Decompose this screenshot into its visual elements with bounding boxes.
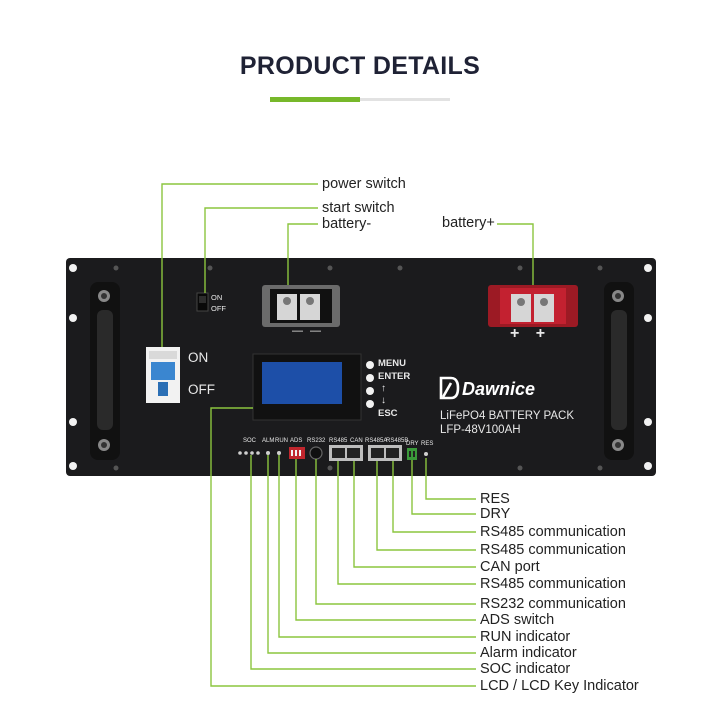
port-label-rs232: RS232 xyxy=(307,438,326,444)
circuit-breaker[interactable] xyxy=(146,347,180,403)
enter-key xyxy=(366,374,374,382)
callout-alarm-indicator: Alarm indicator xyxy=(480,645,577,661)
callout-battery-positive: battery+ xyxy=(442,215,495,231)
callout-soc-indicator: SOC indicator xyxy=(480,661,571,677)
port-label-can: CAN xyxy=(350,438,363,444)
reset-button[interactable] xyxy=(424,452,428,456)
port-label-soc: SOC xyxy=(243,438,257,444)
callout-run-indicator: RUN indicator xyxy=(480,629,571,645)
port-label-rs485: RS485 xyxy=(329,438,348,444)
breaker-on-label: ON xyxy=(188,350,209,365)
esc-key-label: ESC xyxy=(378,408,398,419)
title-underline-accent xyxy=(270,97,360,102)
dawnice-logo-icon xyxy=(439,376,460,400)
panel-screws xyxy=(113,265,603,471)
ads-switch[interactable] xyxy=(289,447,305,459)
page-title: PRODUCT DETAILS xyxy=(239,52,481,80)
menu-key xyxy=(366,361,374,369)
port-label-alm: ALM xyxy=(262,438,275,444)
positive-terminal[interactable] xyxy=(488,285,578,327)
run-led xyxy=(277,451,281,455)
rj45-ports-left[interactable] xyxy=(329,445,363,461)
port-label-rs485b: RS485B xyxy=(386,438,409,444)
down-key-label: ↓ xyxy=(381,395,386,406)
callout-rs485-1: RS485 communication xyxy=(480,524,626,540)
down-key xyxy=(366,400,374,408)
enter-key-label: ENTER xyxy=(378,371,411,382)
start-on-label: ON xyxy=(211,293,223,302)
model-number: LFP-48V100AH xyxy=(440,424,521,436)
port-label-run: RUN xyxy=(275,438,288,444)
port-label-dry: DRY xyxy=(406,441,419,447)
negative-signs: — — xyxy=(292,325,324,337)
callout-battery-negative: battery- xyxy=(322,216,372,232)
lcd-display xyxy=(252,353,362,421)
title-underline-track xyxy=(360,98,450,101)
port-label-rs485a: RS485A xyxy=(365,438,388,444)
brand-name: Dawnice xyxy=(462,379,536,399)
start-switch[interactable] xyxy=(196,292,209,312)
callout-lines xyxy=(161,183,534,687)
rs232-port[interactable] xyxy=(309,446,323,460)
callout-rs485-2: RS485 communication xyxy=(480,542,626,558)
alm-led xyxy=(266,451,270,455)
dry-contact[interactable] xyxy=(407,448,417,460)
callout-power-switch: power switch xyxy=(322,176,406,192)
callout-can-port: CAN port xyxy=(480,559,540,575)
rj45-ports-right[interactable] xyxy=(368,445,402,461)
port-label-ads: ADS xyxy=(290,438,303,444)
port-label-res: RES xyxy=(421,441,434,447)
up-key-label: ↑ xyxy=(381,383,386,394)
rack-holes xyxy=(69,264,652,470)
callout-ads-switch: ADS switch xyxy=(480,612,555,628)
callout-dry: DRY xyxy=(480,506,511,522)
left-handle xyxy=(90,282,120,460)
negative-terminal[interactable] xyxy=(262,285,340,327)
soc-leds xyxy=(238,451,260,455)
callout-rs232: RS232 communication xyxy=(480,596,626,612)
up-key xyxy=(366,387,374,395)
callout-start-switch: start switch xyxy=(322,200,395,216)
product-line: LiFePO4 BATTERY PACK xyxy=(440,410,575,422)
lcd-keys[interactable] xyxy=(366,361,374,408)
callout-res: RES xyxy=(480,491,510,507)
right-handle xyxy=(604,282,634,460)
menu-key-label: MENU xyxy=(378,358,406,369)
positive-signs: + + xyxy=(510,325,552,342)
breaker-off-label: OFF xyxy=(188,382,215,397)
callout-rs485-3: RS485 communication xyxy=(480,576,626,592)
callout-lcd-indicator: LCD / LCD Key Indicator xyxy=(480,678,639,694)
start-off-label: OFF xyxy=(211,304,226,313)
